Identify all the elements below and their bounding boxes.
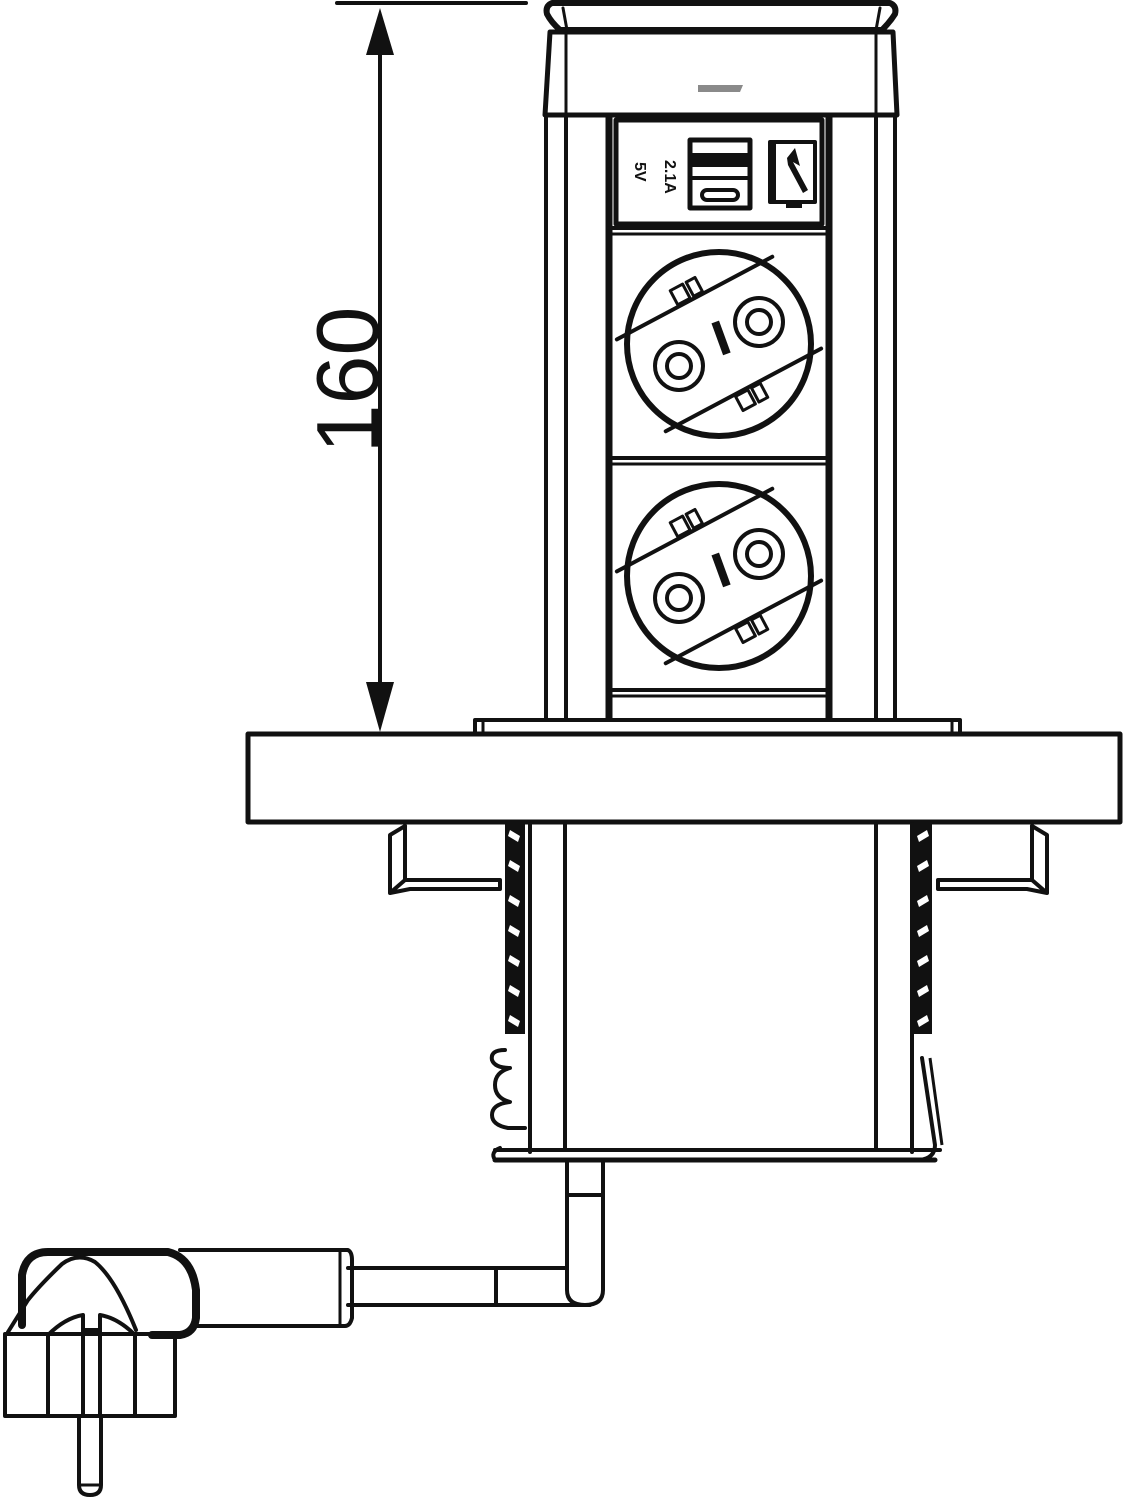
right-ratchet-rack [912,824,944,1162]
right-clamp-bracket [936,824,1049,895]
led-indicator [698,85,743,92]
top-cap [543,0,899,33]
usb-ports [687,137,753,211]
schuko-plug [3,1248,354,1497]
usb-a-port [692,153,748,167]
power-cable [346,1158,605,1307]
arrow-up-icon [366,8,394,55]
module-separators [607,226,831,698]
arrow-down-icon [366,682,394,732]
left-ratchet-rack [489,824,527,1130]
dimension-value: 160 [298,306,397,454]
push-to-open-icon [768,140,817,208]
usb-current-label: 2.1A [661,160,678,194]
lower-housing [491,822,942,1163]
usb-panel [613,117,825,227]
schuko-socket-lower [614,481,824,671]
column-rails [544,113,897,722]
usb-voltage-label: 5V [631,162,648,182]
schuko-socket-upper [614,249,824,439]
worktop [245,731,1123,825]
usb-c-port [700,188,740,202]
left-clamp-bracket [388,824,502,895]
upper-housing [542,29,900,118]
dimension-line [335,1,528,732]
